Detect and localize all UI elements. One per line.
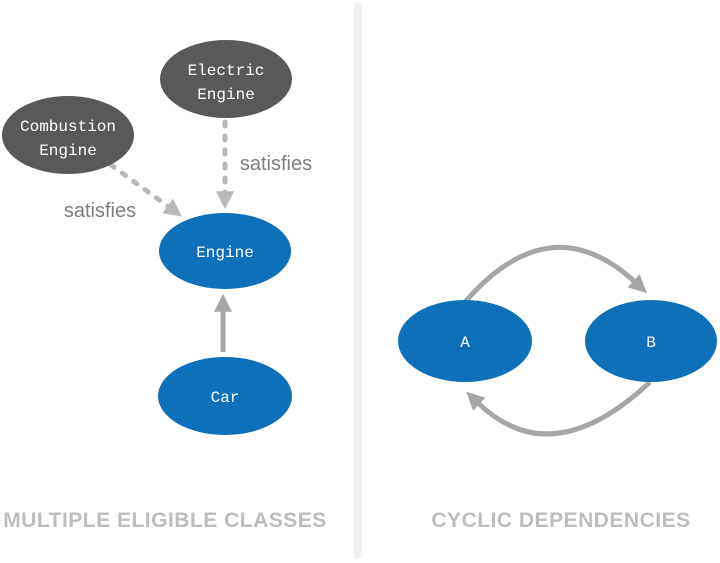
right-panel-group: A B CYCLIC DEPENDENCIES bbox=[398, 245, 717, 532]
node-b-label: B bbox=[646, 334, 656, 352]
left-caption: MULTIPLE ELIGIBLE CLASSES bbox=[3, 509, 327, 532]
left-panel-group: satisfies satisfies Electric Engine Comb… bbox=[2, 40, 327, 532]
node-a-label: A bbox=[460, 334, 470, 352]
node-a bbox=[398, 300, 532, 382]
combustion-engine-label-line1: Combustion bbox=[20, 118, 116, 136]
engine-label: Engine bbox=[196, 244, 254, 262]
electric-engine-label-line2: Engine bbox=[197, 86, 255, 104]
car-node bbox=[158, 357, 292, 435]
electric-engine-label-line1: Electric bbox=[188, 62, 265, 80]
node-b bbox=[585, 300, 717, 382]
edge-combustion-satisfies-engine bbox=[108, 162, 183, 217]
electric-engine-node bbox=[160, 40, 292, 118]
edge-a-to-b-arc bbox=[463, 245, 647, 304]
combustion-engine-node bbox=[2, 96, 134, 174]
edge-b-to-a-arc bbox=[466, 380, 652, 437]
car-label: Car bbox=[211, 389, 240, 407]
engine-node bbox=[159, 213, 291, 289]
combustion-engine-label-line2: Engine bbox=[39, 142, 97, 160]
panel-divider bbox=[354, 3, 362, 558]
satisfies-label-left: satisfies bbox=[64, 200, 136, 222]
satisfies-label-right: satisfies bbox=[240, 153, 312, 175]
right-caption: CYCLIC DEPENDENCIES bbox=[431, 509, 690, 532]
